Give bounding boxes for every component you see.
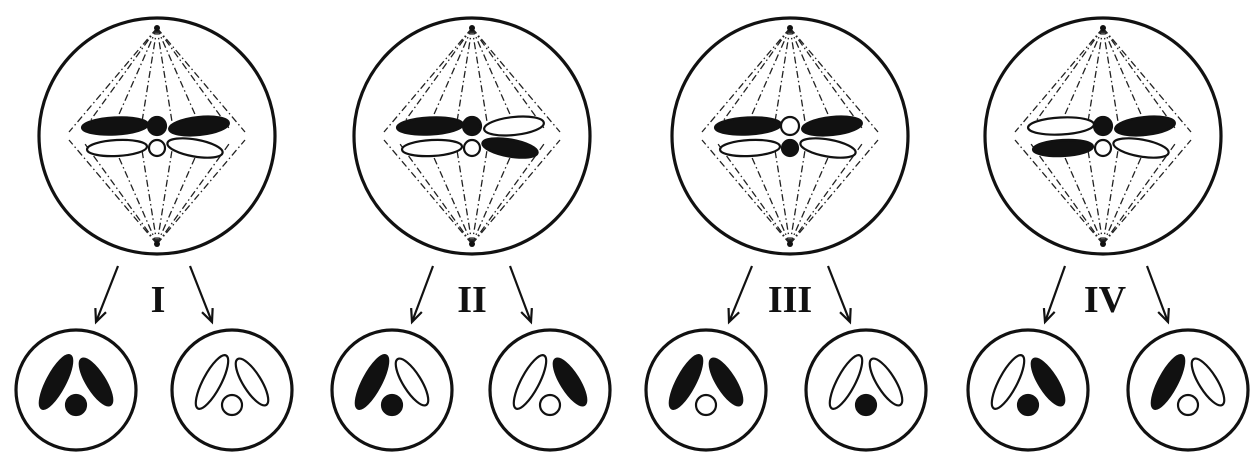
centromere-top: [781, 117, 799, 135]
centromere-bottom: [149, 140, 165, 156]
arrow-right: [190, 266, 213, 322]
spindle-pole: [154, 25, 160, 31]
daughter-cell-2: [806, 330, 926, 450]
daughter-cell-outline: [332, 330, 452, 450]
daughter-cell-2: [172, 330, 292, 450]
daughter-cell-1: [332, 330, 452, 450]
arrow-right: [510, 266, 532, 322]
centromere: [1178, 395, 1198, 415]
daughter-cell-outline: [16, 330, 136, 450]
centromere-top: [148, 117, 166, 135]
daughter-cell-2: [1128, 330, 1248, 450]
spindle-pole: [154, 241, 160, 247]
spindle-pole: [1100, 25, 1106, 31]
centromere: [1018, 395, 1038, 415]
panel-4: IV: [968, 18, 1248, 450]
centromere-top: [463, 117, 481, 135]
daughter-cell-outline: [646, 330, 766, 450]
spindle-pole: [787, 241, 793, 247]
arrow-left: [411, 266, 433, 322]
daughter-cell-1: [16, 330, 136, 450]
spindle-pole: [469, 25, 475, 31]
daughter-cell-1: [646, 330, 766, 450]
daughter-cell-outline: [968, 330, 1088, 450]
centromere-bottom: [464, 140, 480, 156]
arrow-right: [1147, 266, 1169, 322]
panel-3: III: [646, 18, 926, 450]
panel-1: I: [16, 18, 292, 450]
daughter-cell-outline: [172, 330, 292, 450]
centromere: [222, 395, 242, 415]
panel-label: III: [768, 279, 812, 321]
panel-2: II: [332, 18, 610, 450]
centromere: [540, 395, 560, 415]
centromere: [66, 395, 86, 415]
panel-label: IV: [1084, 279, 1127, 321]
spindle-pole: [1100, 241, 1106, 247]
daughter-cell-1: [968, 330, 1088, 450]
daughter-cell-outline: [1128, 330, 1248, 450]
centromere: [856, 395, 876, 415]
arrow-left: [1044, 266, 1065, 322]
centromere-bottom: [1095, 140, 1111, 156]
centromere: [696, 395, 716, 415]
daughter-cell-2: [490, 330, 610, 450]
arrow-right: [828, 266, 851, 322]
arrow-left: [729, 266, 752, 322]
daughter-cell-outline: [490, 330, 610, 450]
arrow-left: [95, 266, 118, 322]
centromere-bottom: [782, 140, 798, 156]
centromere-top: [1094, 117, 1112, 135]
daughter-cell-outline: [806, 330, 926, 450]
panel-label: I: [151, 279, 166, 321]
spindle-pole: [469, 241, 475, 247]
spindle-pole: [787, 25, 793, 31]
centromere: [382, 395, 402, 415]
panel-label: II: [457, 279, 487, 321]
